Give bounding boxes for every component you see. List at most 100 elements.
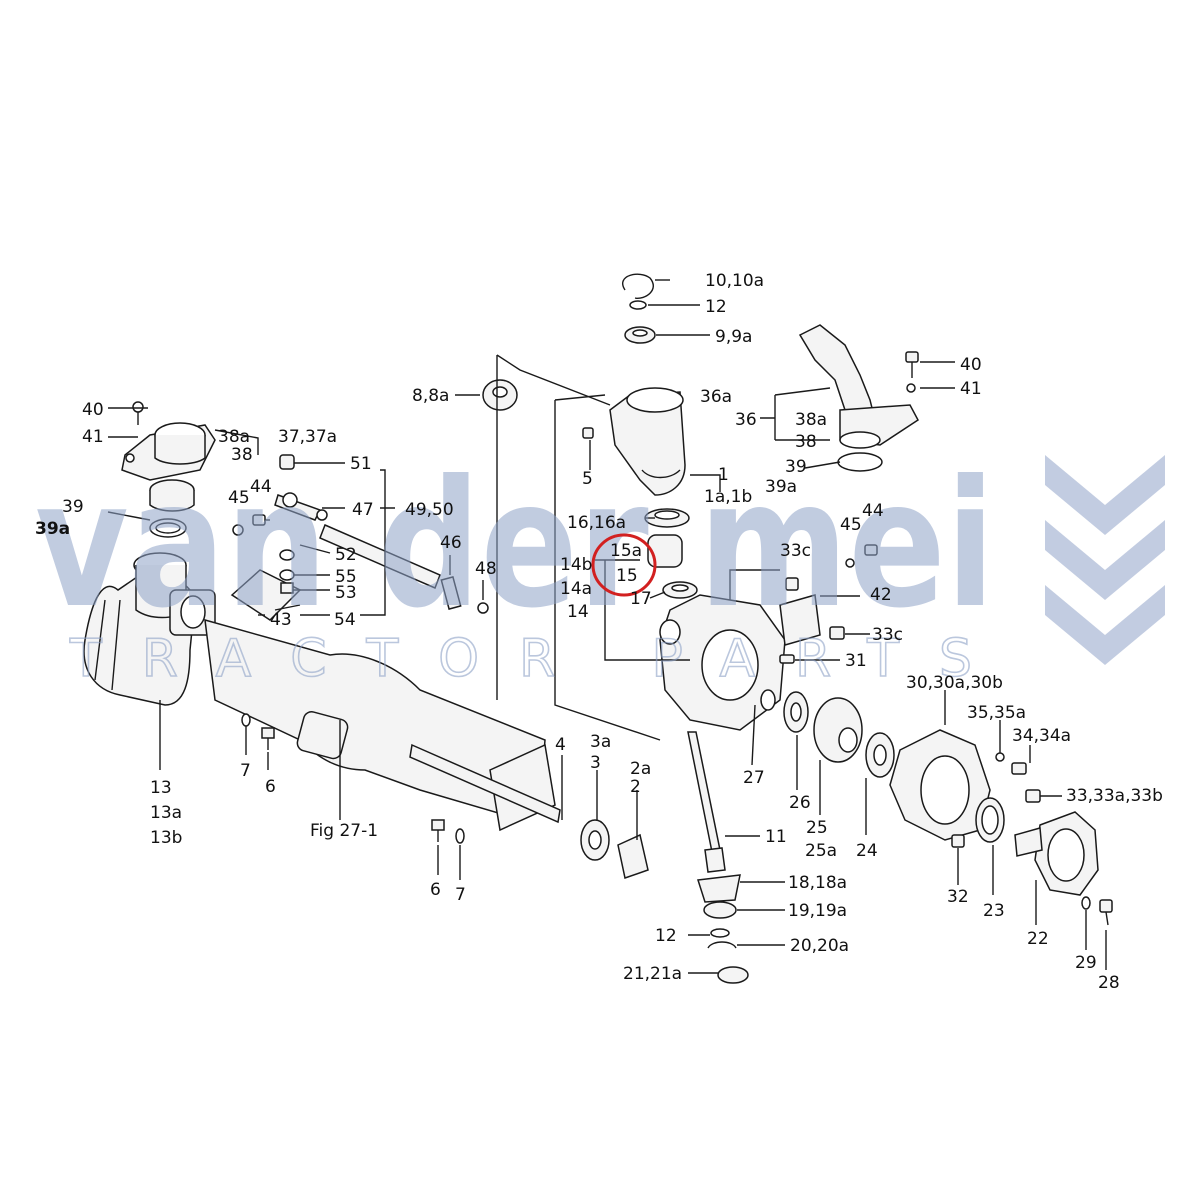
- left-bearing-38: [149, 479, 195, 512]
- label-13b: 13b: [150, 828, 182, 848]
- label-23: 23: [983, 901, 1005, 921]
- bolt-6-left: [261, 727, 275, 750]
- washer-29: [1081, 896, 1091, 910]
- bolt-32: [951, 834, 965, 848]
- label-42: 42: [870, 585, 892, 605]
- label-38-left: 38: [231, 445, 253, 465]
- label-48: 48: [475, 559, 497, 579]
- plug-33c-top: [785, 577, 799, 591]
- bearing-9: [624, 326, 656, 344]
- bearing-24: [865, 732, 895, 778]
- label-10-10a: 10,10a: [705, 271, 764, 291]
- label-6-bottom: 6: [430, 880, 441, 900]
- label-14: 14: [567, 602, 589, 622]
- washer-27: [760, 689, 776, 711]
- leader-lines: [107, 279, 1107, 974]
- label-5: 5: [582, 469, 593, 489]
- label-39a-left: 39a: [35, 519, 70, 539]
- washer-35: [995, 752, 1005, 762]
- steering-arm-36: [798, 324, 919, 472]
- label-51: 51: [350, 454, 372, 474]
- drive-shaft-4: [409, 743, 561, 824]
- watermark-tagline: TRACTOR PARTS: [69, 629, 1000, 689]
- highlight-circle: [591, 533, 657, 597]
- gear-2: [617, 833, 649, 879]
- label-44-left: 44: [250, 477, 272, 497]
- label-37-37a: 37,37a: [278, 427, 337, 447]
- bearing-3: [580, 819, 610, 861]
- plug-33: [1025, 789, 1041, 803]
- washer-12-bottom: [710, 928, 730, 938]
- bearing-19: [703, 901, 737, 919]
- plug-33c-mid: [829, 626, 845, 640]
- label-39-right: 39: [785, 457, 807, 477]
- label-7-bottom: 7: [455, 885, 466, 905]
- label-33c-mid: 33c: [872, 625, 903, 645]
- plate-42: [779, 594, 821, 646]
- label-38a-left: 38a: [218, 427, 250, 447]
- label-43: 43: [270, 610, 292, 630]
- label-2: 2: [630, 777, 641, 797]
- watermark: van der mei TRACTOR PARTS: [35, 444, 1165, 690]
- label-13: 13: [150, 778, 172, 798]
- part-labels: 10,10a 12 9,9a 40 41 36a 36 38a 38 39 39…: [35, 271, 1163, 993]
- seal-23: [975, 797, 1005, 843]
- bolt-6-bottom: [431, 819, 445, 842]
- label-49-50: 49,50: [405, 500, 454, 520]
- label-14a: 14a: [560, 579, 592, 599]
- label-53: 53: [335, 583, 357, 603]
- label-30-30a-30b: 30,30a,30b: [906, 673, 1003, 693]
- circlip-20: [707, 941, 737, 949]
- label-21-21a: 21,21a: [623, 964, 682, 984]
- label-38a-right: 38a: [795, 410, 827, 430]
- label-1a-1b: 1a,1b: [704, 487, 752, 507]
- label-31: 31: [845, 651, 867, 671]
- label-35-35a: 35,35a: [967, 703, 1026, 723]
- label-45-right: 45: [840, 515, 862, 535]
- label-25a: 25a: [805, 841, 837, 861]
- watermark-chevron-icon-2: [1045, 520, 1165, 600]
- gear-8: [482, 379, 518, 411]
- label-27: 27: [743, 768, 765, 788]
- label-1: 1: [718, 465, 729, 485]
- label-41-left: 41: [82, 427, 104, 447]
- label-12-top: 12: [705, 297, 727, 317]
- bolt-28: [1099, 899, 1113, 926]
- label-18-18a: 18,18a: [788, 873, 847, 893]
- nut-stack-52-55: [279, 549, 295, 594]
- label-29: 29: [1075, 953, 1097, 973]
- cup-21: [717, 966, 749, 984]
- label-41-right: 41: [960, 379, 982, 399]
- label-44-right: 44: [862, 501, 884, 521]
- bolt-44-right: [864, 544, 878, 556]
- label-46: 46: [440, 533, 462, 553]
- label-9-9a: 9,9a: [715, 327, 752, 347]
- label-3a: 3a: [590, 732, 611, 752]
- figure-label: Fig 27-1: [310, 821, 378, 841]
- gear-25: [813, 697, 863, 763]
- label-15: 15: [616, 566, 638, 586]
- label-40-right: 40: [960, 355, 982, 375]
- label-17: 17: [630, 589, 652, 609]
- label-52: 52: [335, 545, 357, 565]
- label-25: 25: [806, 818, 828, 838]
- steering-rod-49: [319, 524, 441, 589]
- pin-5: [582, 427, 594, 439]
- bolt-44-left: [252, 514, 270, 526]
- label-22: 22: [1027, 929, 1049, 949]
- washer-7-bottom: [455, 828, 465, 844]
- ball-joint-47: [274, 492, 328, 521]
- left-swivel-housing: [83, 552, 216, 770]
- washer-41-right: [906, 383, 916, 393]
- label-3: 3: [590, 753, 601, 773]
- label-26: 26: [789, 793, 811, 813]
- washer-45-left: [232, 524, 244, 536]
- label-39a-right: 39a: [765, 477, 797, 497]
- label-36a: 36a: [700, 387, 732, 407]
- pinion-shaft-11: [687, 731, 726, 873]
- bushing-15: [647, 534, 683, 568]
- pin-54: [274, 604, 301, 611]
- bearing-26: [783, 691, 809, 733]
